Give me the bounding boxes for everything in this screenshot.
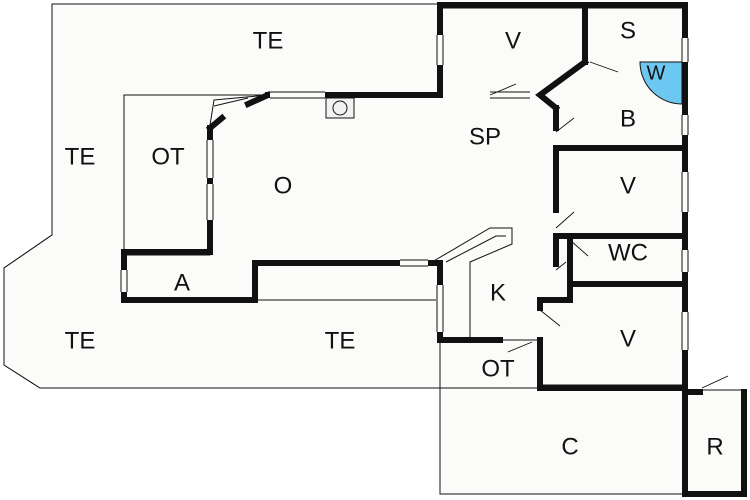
- stove-circle: [332, 100, 348, 116]
- label-wc: WC: [608, 239, 648, 266]
- wall-wc-south: [537, 233, 688, 311]
- label-te-left: TE: [65, 143, 96, 170]
- label-s: S: [620, 17, 636, 44]
- label-c: C: [561, 433, 578, 460]
- whirlpool-icon: [639, 61, 683, 105]
- label-te-bottom-mid: TE: [325, 327, 356, 354]
- label-v-mid: V: [620, 172, 636, 199]
- label-v-top: V: [505, 27, 521, 54]
- label-ot-left: OT: [151, 143, 185, 170]
- label-te-bottom-left: TE: [65, 327, 96, 354]
- label-w: W: [647, 62, 666, 84]
- label-r: R: [706, 433, 723, 460]
- wall-diag-top: [535, 57, 590, 113]
- label-k: K: [490, 279, 506, 306]
- label-sp: SP: [469, 123, 501, 150]
- doors: [213, 61, 729, 389]
- label-o: O: [274, 172, 293, 199]
- kitchen-counter-inner: [445, 235, 506, 263]
- windows: [120, 35, 689, 350]
- wall-west-diagonal: [244, 91, 272, 108]
- kitchen-counter: [431, 227, 513, 338]
- label-b: B: [620, 105, 636, 132]
- label-ot-bottom: OT: [481, 355, 515, 382]
- label-a: A: [174, 269, 190, 296]
- wall-r-frame: [682, 385, 747, 497]
- stove-icon: [325, 97, 355, 119]
- label-v-bottom: V: [620, 325, 636, 352]
- label-te-top: TE: [253, 27, 284, 54]
